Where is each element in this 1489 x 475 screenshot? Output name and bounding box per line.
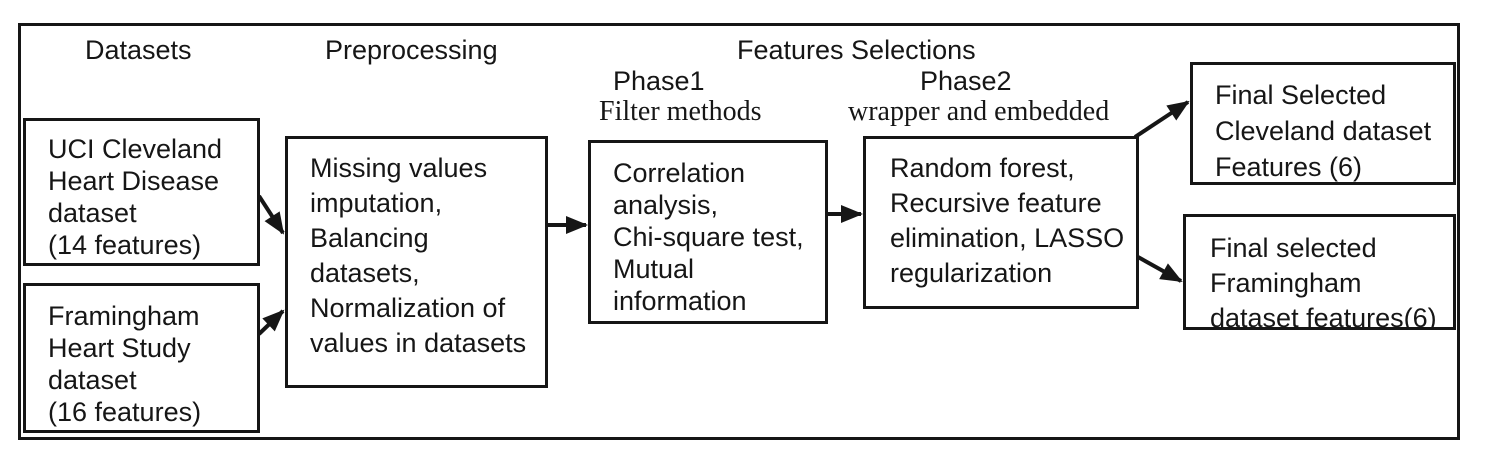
box-line: Recursive feature <box>890 188 1102 218</box>
box-line: Final selected <box>1210 233 1377 263</box>
box-line: Correlation <box>613 158 746 188</box>
box-framingham-dataset: Framingham Heart Study dataset (16 featu… <box>23 283 260 433</box>
box-line: dataset <box>48 198 137 228</box>
box-filter-methods: Correlation analysis, Chi-square test, M… <box>588 140 828 324</box>
box-uci-cleveland-dataset: UCI Cleveland Heart Disease dataset (14 … <box>23 118 260 266</box>
box-line: Missing values <box>310 153 488 183</box>
phase1-subtitle: Filter methods <box>599 96 762 127</box>
box-line: elimination, LASSO <box>890 223 1125 253</box>
box-line: analysis, <box>613 190 719 220</box>
box-line: information <box>613 286 747 316</box>
phase2-subtitle: wrapper and embedded <box>848 96 1110 127</box>
box-line: datasets, <box>310 258 420 288</box>
box-line: (16 features) <box>48 397 202 427</box>
box-line: Random forest, <box>890 153 1075 183</box>
box-line: Balancing <box>310 223 429 253</box>
box-line: imputation, <box>310 188 443 218</box>
box-line: Features (6) <box>1215 152 1363 182</box>
box-line: values in datasets <box>310 328 527 358</box>
phase2-title: Phase2 <box>920 66 1012 96</box>
box-line: Framingham <box>1210 268 1362 298</box>
box-line: dataset <box>48 365 137 395</box>
box-line: Cleveland dataset <box>1215 116 1432 146</box>
box-line: regularization <box>890 258 1053 288</box>
column-label-preprocessing: Preprocessing <box>325 35 498 65</box>
box-line: UCI Cleveland <box>48 134 223 164</box>
box-line: Final Selected <box>1215 80 1387 110</box>
box-line: Mutual <box>613 254 695 284</box>
phase1-title: Phase1 <box>613 66 705 96</box>
box-line: Heart Disease <box>48 166 220 196</box>
box-final-cleveland-features: Final Selected Cleveland dataset Feature… <box>1190 62 1456 185</box>
box-line: Heart Study <box>48 333 191 363</box>
box-line: Chi-square test, <box>613 222 804 252</box>
box-line: (14 features) <box>48 230 202 260</box>
box-final-framingham-features: Final selected Framingham dataset featur… <box>1183 214 1456 330</box>
box-wrapper-embedded-methods: Random forest, Recursive feature elimina… <box>863 136 1139 309</box>
column-label-datasets: Datasets <box>85 35 192 65</box>
box-line: dataset features(6) <box>1210 303 1437 330</box>
column-label-features-selections: Features Selections <box>737 35 976 65</box>
box-line: Normalization of <box>310 293 506 323</box>
box-preprocessing-steps: Missing values imputation, Balancing dat… <box>285 136 548 388</box>
box-line: Framingham <box>48 301 200 331</box>
